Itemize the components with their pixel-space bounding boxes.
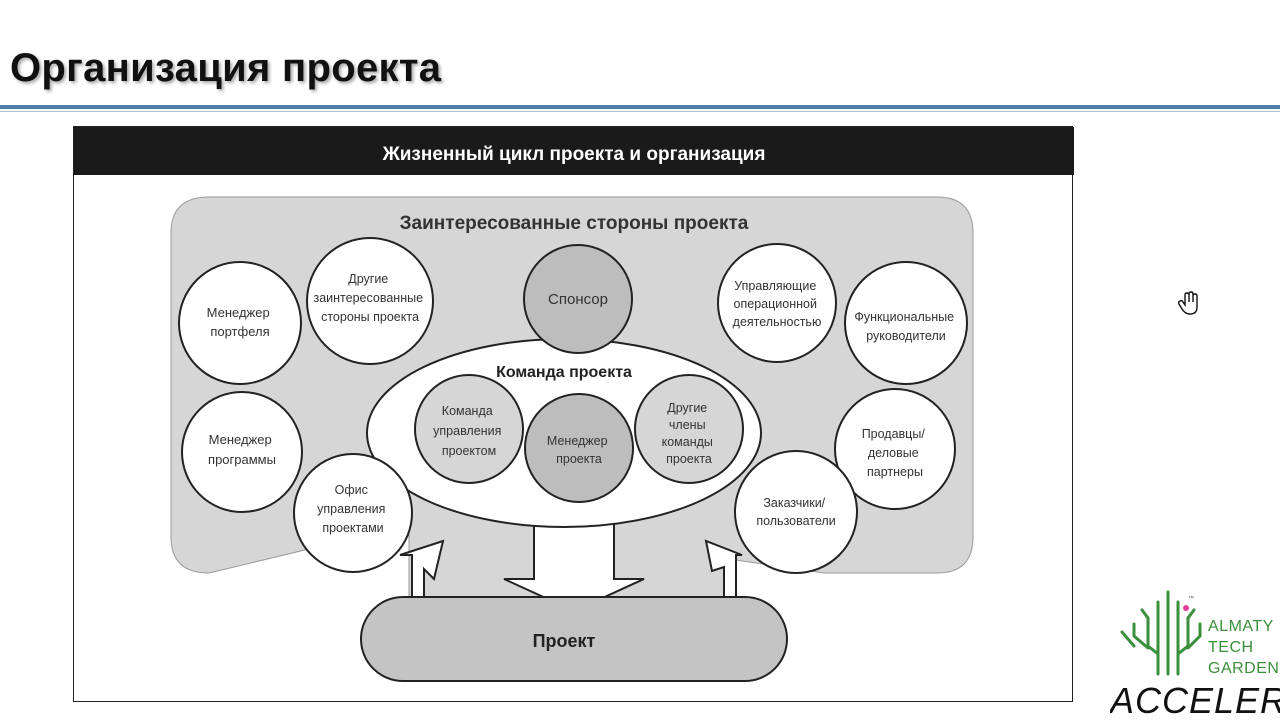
- functional-managers-label: Функциональные руководители: [854, 310, 957, 343]
- other-stakeholders-label: Другие заинтересованные стороны проекта: [313, 272, 426, 324]
- hand-cursor-icon: [1178, 291, 1198, 315]
- slide-title: Организация проекта: [10, 46, 442, 90]
- circle-functional-managers: [844, 261, 968, 385]
- project-team-title: Команда проекта: [496, 364, 632, 381]
- logo-line-almaty: ALMATY: [1208, 618, 1274, 635]
- portfolio-manager-label: Менеджер портфеля: [207, 305, 274, 339]
- project-bar: [360, 596, 788, 682]
- customers-label: Заказчики/ пользователи: [756, 496, 835, 528]
- program-manager-label: Менеджер программы: [208, 432, 276, 467]
- title-rule-thin: [0, 111, 1280, 112]
- circle-pmo: [293, 453, 413, 573]
- circle-sellers: [834, 388, 956, 510]
- lifecycle-diagram: Жизненный цикл проекта и организация Заи…: [74, 127, 1074, 682]
- circle-operations-managers: [717, 243, 837, 363]
- diagram-header: Жизненный цикл проекта и организация: [382, 144, 766, 165]
- project-manager-label: Менеджер проекта: [547, 434, 611, 466]
- pmo-label: Офис управления проектами: [317, 483, 389, 535]
- pm-team-label: Команда управления проектом: [433, 404, 505, 458]
- logo-line-tech: TECH: [1208, 639, 1254, 656]
- sponsor-label: Спонсор: [548, 291, 608, 308]
- diagram-frame: Жизненный цикл проекта и организация Заи…: [73, 126, 1074, 702]
- logo-text: ALMATY TECH GARDEN: [1208, 616, 1280, 679]
- other-team-members-label: Другие члены команды проекта: [662, 401, 717, 466]
- logo-accelerator: ACCELERATOR: [1110, 680, 1280, 721]
- project-label: Проект: [533, 631, 596, 651]
- circle-program-manager: [181, 391, 303, 513]
- stakeholders-title: Заинтересованные стороны проекта: [400, 213, 749, 234]
- circle-pm-team: [414, 374, 524, 484]
- circle-portfolio-manager: [178, 261, 302, 385]
- circle-project-manager: [524, 393, 634, 503]
- logo-line-garden: GARDEN: [1208, 660, 1280, 677]
- title-rule: [0, 105, 1280, 109]
- circle-other-stakeholders: [306, 237, 434, 365]
- logo-tm: ™: [1188, 596, 1194, 602]
- diagram-header-bar: [74, 127, 1074, 175]
- sellers-label: Продавцы/ деловые партнеры: [862, 427, 929, 479]
- circle-customers: [734, 450, 858, 574]
- almaty-tech-garden-logo: [1120, 590, 1202, 676]
- operations-managers-label: Управляющие операционной деятельностью: [733, 279, 822, 329]
- circle-sponsor: [523, 244, 633, 354]
- circle-other-team-members: [634, 374, 744, 484]
